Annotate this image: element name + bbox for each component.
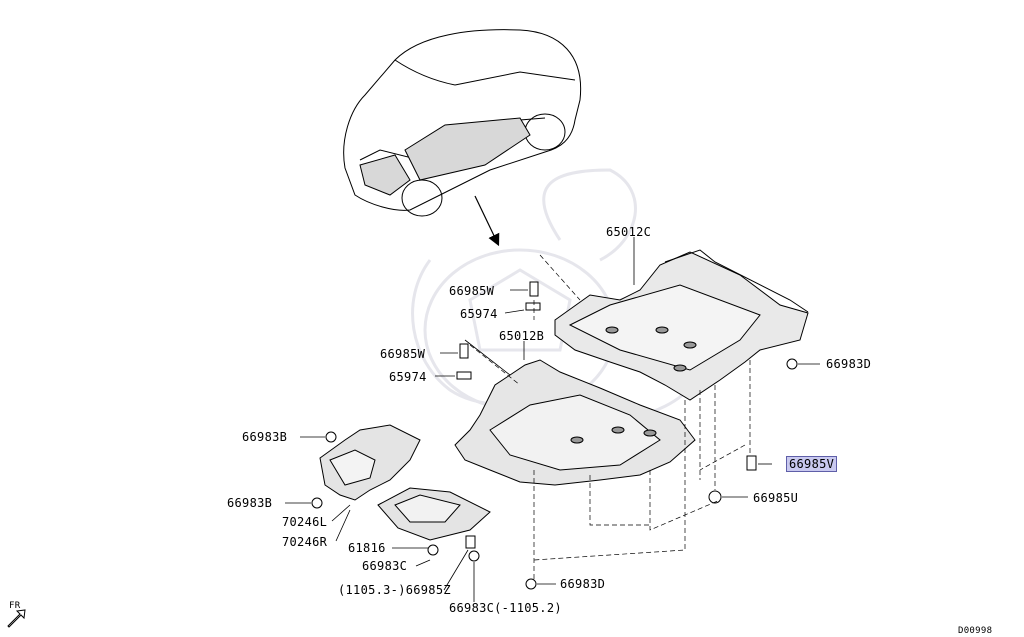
label-66985W-lower[interactable]: 66985W bbox=[380, 347, 426, 361]
label-66983B-upper[interactable]: 66983B bbox=[242, 430, 288, 444]
label-66985U[interactable]: 66985U bbox=[753, 491, 799, 505]
nut-65974-2 bbox=[456, 371, 472, 380]
clip-66983D-2 bbox=[525, 578, 537, 590]
clip-66983D-1 bbox=[786, 358, 798, 370]
label-66983B-lower[interactable]: 66983B bbox=[227, 496, 273, 510]
label-61816[interactable]: 61816 bbox=[348, 541, 386, 555]
diagram-code: D00998 bbox=[958, 626, 993, 636]
label-65012C[interactable]: 65012C bbox=[606, 225, 652, 239]
dash-lines bbox=[469, 254, 751, 580]
label-66983D-lower[interactable]: 66983D bbox=[560, 577, 606, 591]
bolt-66985Z bbox=[465, 535, 476, 549]
label-66983C-upper[interactable]: 66983C bbox=[362, 559, 408, 573]
bolt-66985V bbox=[746, 455, 757, 471]
label-66983D-upper[interactable]: 66983D bbox=[826, 357, 872, 371]
front-arrow-icon bbox=[7, 609, 26, 628]
bolt-66985W-1 bbox=[529, 281, 539, 297]
label-66985W-upper[interactable]: 66985W bbox=[449, 284, 495, 298]
label-70246L[interactable]: 70246L bbox=[282, 515, 328, 529]
clip-66983C-2 bbox=[468, 550, 480, 562]
clip-66983C-1 bbox=[427, 544, 439, 556]
undercover-65012C bbox=[554, 249, 809, 401]
label-66985Z[interactable]: (1105.3-)66985Z bbox=[338, 583, 451, 597]
nut-65974-1 bbox=[525, 302, 541, 311]
skid-plate-61816 bbox=[377, 487, 491, 541]
label-65012B[interactable]: 65012B bbox=[499, 329, 545, 343]
label-66983C-lower[interactable]: 66983C(-1105.2) bbox=[449, 601, 562, 615]
label-65974-lower[interactable]: 65974 bbox=[389, 370, 427, 384]
undercover-65012B bbox=[454, 359, 696, 486]
clip-66983B-1 bbox=[325, 431, 337, 443]
vehicle-underbody bbox=[359, 117, 531, 196]
leader-lines bbox=[285, 237, 820, 602]
bolt-66985U bbox=[708, 490, 722, 504]
detail-arrow bbox=[474, 195, 500, 247]
front-label: FR bbox=[9, 601, 21, 611]
label-70246R[interactable]: 70246R bbox=[282, 535, 328, 549]
clip-66983B-2 bbox=[311, 497, 323, 509]
splash-shield-70246 bbox=[319, 424, 421, 501]
bolt-66985W-2 bbox=[459, 343, 469, 359]
fasteners bbox=[311, 281, 798, 590]
label-66985V-highlighted[interactable]: 66985V bbox=[786, 456, 838, 472]
label-65974-upper[interactable]: 65974 bbox=[460, 307, 498, 321]
